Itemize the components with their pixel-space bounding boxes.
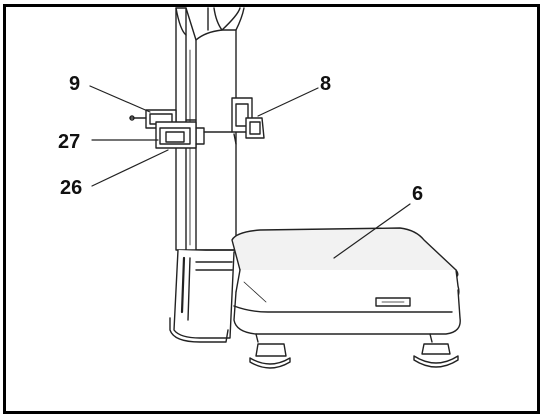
feet xyxy=(249,343,459,369)
leader-8 xyxy=(257,87,319,117)
callout-8: 8 xyxy=(320,73,331,95)
diagram-frame xyxy=(3,4,540,414)
column-base xyxy=(169,249,235,343)
column xyxy=(175,7,245,251)
leader-6 xyxy=(333,203,411,259)
leader-9 xyxy=(89,85,151,113)
callout-27: 27 xyxy=(58,131,80,153)
callout-26: 26 xyxy=(60,177,82,199)
callout-6: 6 xyxy=(412,183,423,205)
right-clamp xyxy=(231,97,265,145)
leader-lines xyxy=(89,85,411,259)
left-clamp xyxy=(129,109,233,149)
leader-26 xyxy=(91,149,169,187)
platform xyxy=(231,227,461,343)
callout-9: 9 xyxy=(69,73,80,95)
